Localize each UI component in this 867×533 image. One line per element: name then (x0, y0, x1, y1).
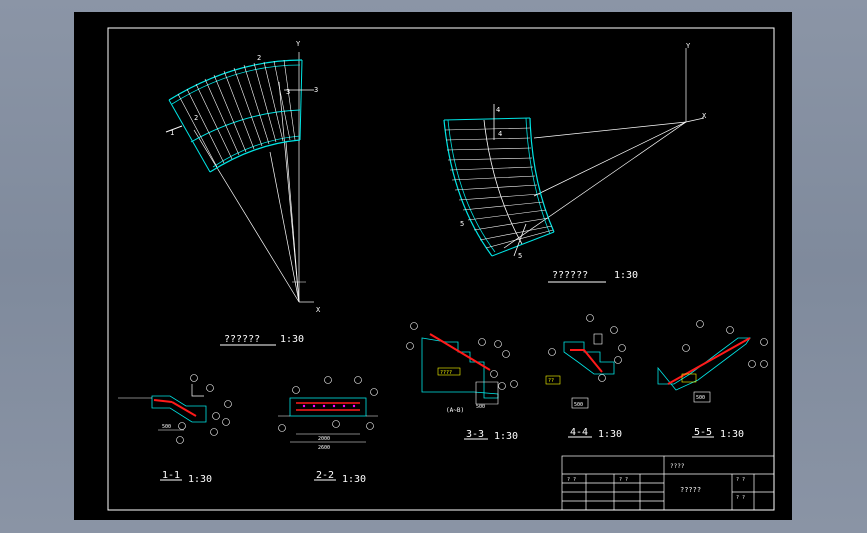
plan-b-title: ?????? (552, 270, 588, 281)
s22-dim-outer: 2600 (318, 445, 330, 451)
plan-a-axis-y: Y (296, 40, 301, 48)
plan-a-mark-2b: 2 (257, 54, 261, 62)
plan-b: X Y 4 4 5 5 ?????? (443, 42, 707, 283)
plan-a-mark-3b: 3 (314, 86, 318, 94)
section-1-1: 500 1-1 1:30 (118, 374, 232, 485)
s33-scale: 1:30 (494, 431, 518, 442)
plan-b-mark-4b: 4 (498, 130, 502, 138)
s55-dim: 500 (696, 395, 705, 401)
section-2-2: 2000 2600 2-2 1:30 (278, 376, 378, 485)
s22-scale: 1:30 (342, 474, 366, 485)
s33-note: ???? (440, 370, 452, 376)
s22-dim-inner: 2000 (318, 436, 330, 442)
title-block (561, 455, 775, 511)
plan-a-axis-x: X (316, 306, 321, 314)
plan-b-mark-4a: 4 (496, 106, 500, 114)
plan-a-mark-3a: 3 (286, 88, 290, 96)
section-4-4: ?? 500 4-4 1:30 (545, 314, 626, 440)
plan-a-scale: 1:30 (280, 334, 304, 345)
plan-a-mark-2: 2 (194, 114, 198, 122)
plan-b-axis-x: X (702, 112, 707, 120)
s11-title: 1-1 (162, 470, 180, 481)
tb-cell-2: ? ? (619, 477, 628, 483)
s55-title: 5-5 (694, 427, 712, 438)
s44-scale: 1:30 (598, 429, 622, 440)
section-3-3: ???? (A~B) 500 3-3 1:30 (406, 322, 518, 442)
section-5-5: 500 5-5 1:30 (657, 320, 768, 440)
s33-title: 3-3 (466, 429, 484, 440)
tb-top-right: ???? (670, 463, 685, 470)
plan-b-axis-y: Y (686, 42, 691, 50)
s11-scale: 1:30 (188, 474, 212, 485)
sheet-border (107, 27, 775, 511)
plan-b-mark-5a: 5 (460, 220, 464, 228)
tb-center: ????? (680, 486, 701, 494)
plan-a: X Y 1 2 3 3 2 (165, 40, 321, 346)
s44-dim: 500 (574, 402, 583, 408)
s33-code: (A~B) (446, 407, 464, 414)
drawing-canvas: X Y 1 2 3 3 2 (107, 27, 775, 511)
s22-title: 2-2 (316, 470, 334, 481)
s33-dim: 500 (476, 404, 485, 410)
plan-a-mark-1: 1 (170, 129, 174, 137)
tb-cell-4: ? ? (736, 495, 745, 501)
cad-viewport[interactable]: X Y 1 2 3 3 2 (74, 12, 792, 520)
s44-note: ?? (548, 378, 554, 384)
tb-cell-3: ? ? (736, 477, 745, 483)
plan-b-mark-5b: 5 (518, 252, 522, 260)
s55-scale: 1:30 (720, 429, 744, 440)
tb-cell-1: ? ? (567, 477, 576, 483)
s44-title: 4-4 (570, 427, 588, 438)
plan-a-title: ?????? (224, 334, 260, 345)
plan-b-scale: 1:30 (614, 270, 638, 281)
s11-dim: 500 (162, 424, 171, 430)
